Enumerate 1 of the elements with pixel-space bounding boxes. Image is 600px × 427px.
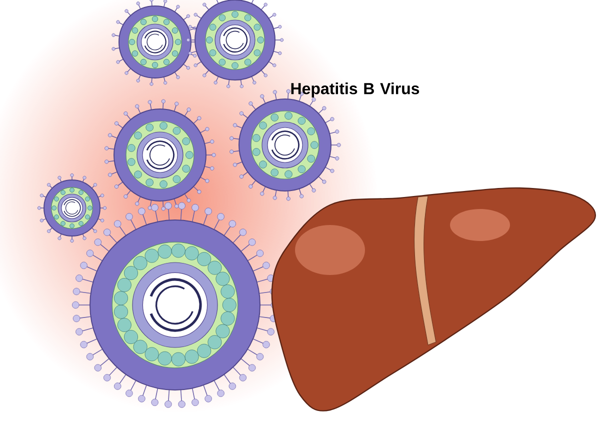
title-label: Hepatitis B Virus [291, 82, 420, 98]
